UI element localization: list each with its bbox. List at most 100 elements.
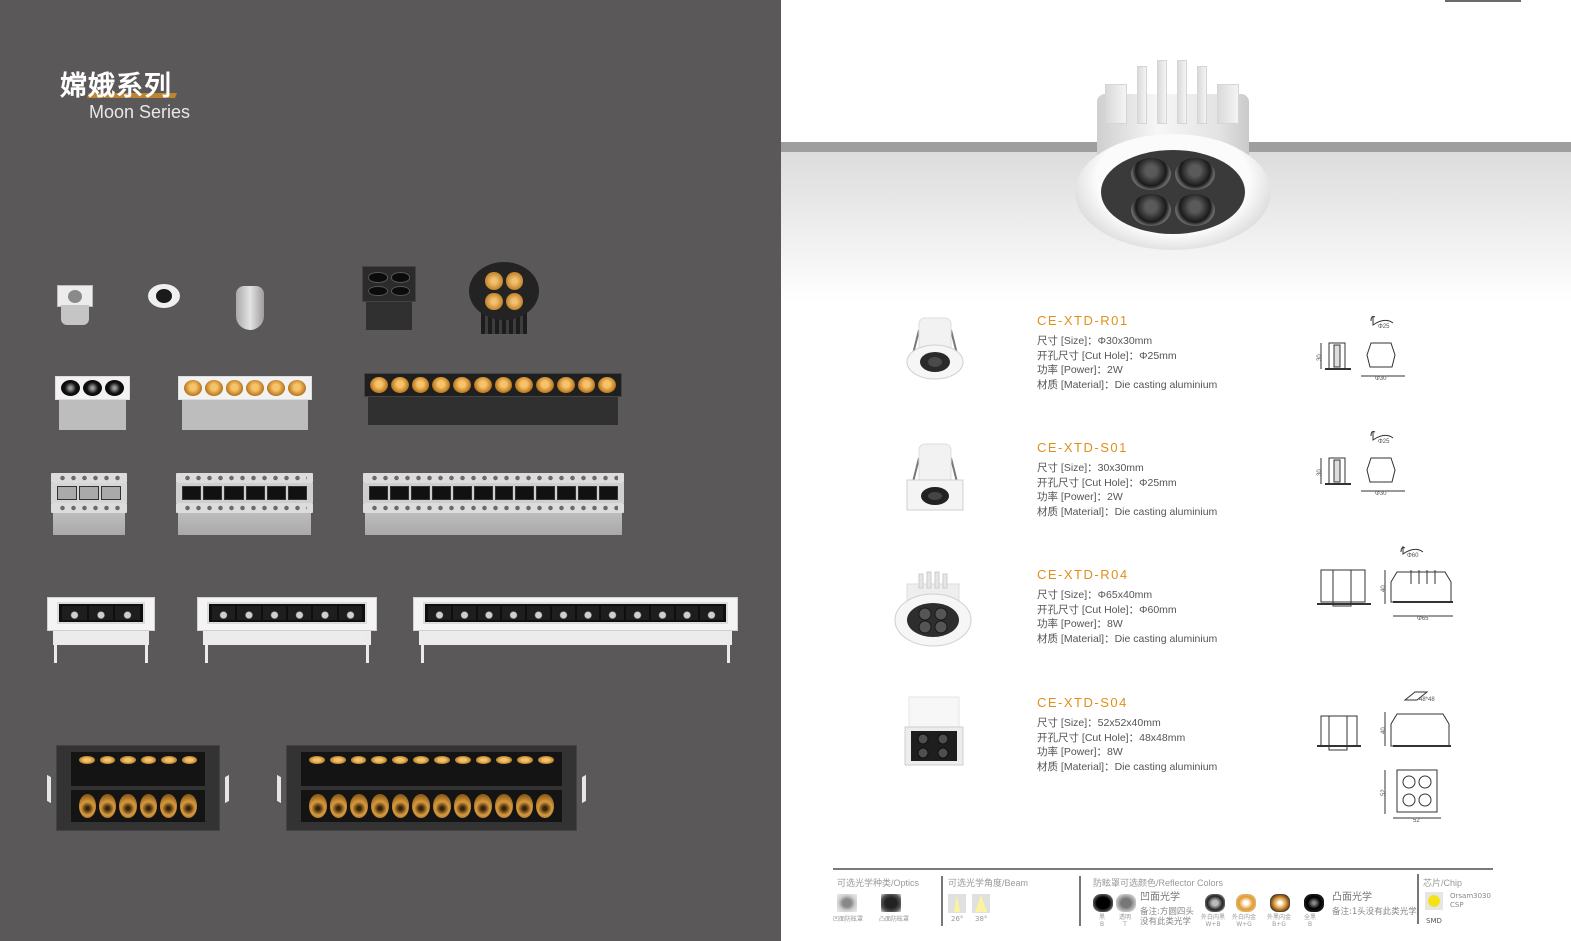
beam-26-icon: [948, 894, 966, 913]
beam-26-label: 26°: [951, 915, 964, 923]
concave-optics-note-2: 没有此类光学: [1140, 917, 1192, 927]
product-thumb-s01: [903, 440, 967, 512]
footer-separator: [941, 876, 943, 926]
optic-concave-icon: [837, 894, 857, 912]
footer-reflector: 防眩罩可选颜色/Reflector Colors: [1093, 876, 1223, 894]
reflector-black-icon: [1093, 894, 1113, 912]
concave-optics-note: 备注:方圆四头: [1140, 907, 1194, 917]
svg-text:Φ60: Φ60: [1407, 553, 1419, 559]
product-thumb-r01: [903, 312, 967, 384]
svg-text:52: 52: [1413, 818, 1420, 824]
series-gallery-panel: 嫦娥系列 Moon Series: [0, 0, 781, 941]
optic-convex-label: 凸面防眩罩: [879, 916, 910, 923]
product-image-framed-linear-6: [197, 597, 377, 663]
convex-optics-note: 备注:1头没有此类光学: [1332, 907, 1417, 917]
chip-swatch-icon: [1425, 892, 1443, 910]
svg-text:Φ25: Φ25: [1378, 439, 1390, 445]
spec-block-r04: CE-XTD-R04 尺寸 [Size]：Φ65x40mm 开孔尺寸 [Cut …: [1037, 567, 1297, 646]
spec-size: 尺寸 [Size]：Φ30x30mm: [1037, 335, 1153, 347]
series-title-en: Moon Series: [89, 102, 191, 122]
reflector-heading: 防眩罩可选颜色/Reflector Colors: [1093, 878, 1224, 888]
model-name: CE-XTD-S04: [1037, 695, 1128, 710]
svg-text:30: 30: [1317, 354, 1323, 361]
footer-optics: 可选光学种类/Optics: [837, 876, 919, 894]
footer-rule: [833, 868, 1493, 870]
spec-material: 材质 [Material]：Die casting aluminium: [1037, 378, 1218, 391]
convex-optics-title: 凸面光学: [1332, 892, 1372, 903]
optics-heading: 可选光学种类/Optics: [837, 878, 920, 888]
spec-cut-hole: 开孔尺寸 [Cut Hole]：48x48mm: [1037, 731, 1186, 744]
product-image-framed-linear-12: [413, 597, 738, 663]
spec-cut-hole: 开孔尺寸 [Cut Hole]：Φ25mm: [1037, 476, 1177, 489]
product-image-white-linear-3: [55, 376, 130, 430]
product-spec-panel: CE-XTD-R01 尺寸 [Size]：Φ30x30mm 开孔尺寸 [Cut …: [781, 0, 1571, 941]
optic-convex-icon: [881, 894, 901, 912]
svg-text:Φ65: Φ65: [1417, 616, 1429, 622]
svg-text:Φ30: Φ30: [1375, 491, 1387, 497]
product-image-framed-linear-3: [47, 597, 155, 663]
dimension-drawing-r01: Φ25 30 Φ30: [1315, 313, 1415, 383]
model-name: CE-XTD-R04: [1037, 567, 1129, 582]
dimension-drawing-r04: Φ60 40 Φ65: [1315, 542, 1465, 626]
reflector-black-gold-icon: [1270, 894, 1290, 912]
chip-type: SMD: [1426, 917, 1442, 925]
spec-material: 材质 [Material]：Die casting aluminium: [1037, 505, 1218, 518]
spec-power: 功率 [Power]：2W: [1037, 491, 1123, 504]
svg-text:30: 30: [1317, 469, 1323, 476]
spec-block-s04: CE-XTD-S04 尺寸 [Size]：52x52x40mm 开孔尺寸 [Cu…: [1037, 695, 1297, 774]
reflector-white-gold-icon: [1236, 894, 1256, 912]
dimension-drawing-s04: 48*48 40 52 52: [1315, 684, 1465, 824]
svg-text:40: 40: [1381, 727, 1387, 734]
product-image-white-narrow-spot: [232, 286, 268, 330]
reflector-all-black-icon: [1304, 894, 1324, 912]
spec-size: 尺寸 [Size]：30x30mm: [1037, 462, 1144, 474]
beam-38-label: 38°: [975, 915, 988, 923]
product-thumb-r04: [893, 570, 973, 647]
reflector-transparent-icon: [1116, 894, 1136, 912]
svg-text:Φ25: Φ25: [1378, 324, 1390, 330]
product-image-white-square-spot: [57, 285, 93, 325]
model-name: CE-XTD-S01: [1037, 440, 1128, 455]
series-title-cn: 嫦娥系列: [60, 71, 172, 102]
reflector-white-black-icon: [1205, 894, 1225, 912]
product-image-black-round-4-head: [469, 262, 539, 334]
optic-concave-label: 凹面防眩罩: [833, 916, 864, 923]
product-image-white-linear-6: [178, 376, 312, 430]
dimension-drawing-s01: Φ25 30 Φ30: [1315, 428, 1415, 498]
svg-text:40: 40: [1381, 585, 1387, 592]
footer-chip: 芯片/Chip: [1423, 876, 1462, 894]
model-name: CE-XTD-R01: [1037, 313, 1129, 328]
spec-size: 尺寸 [Size]：Φ65x40mm: [1037, 589, 1153, 601]
concave-optics-title: 凹面光学: [1140, 892, 1180, 903]
spec-block-r01: CE-XTD-R01 尺寸 [Size]：Φ30x30mm 开孔尺寸 [Cut …: [1037, 313, 1297, 392]
spec-material: 材质 [Material]：Die casting aluminium: [1037, 760, 1218, 773]
hero-product-image-r04: [1075, 54, 1271, 250]
product-image-black-square-4-head: [362, 266, 416, 330]
footer-separator: [1417, 874, 1419, 924]
page-corner-rule: [1445, 0, 1521, 2]
beam-heading: 可选光学角度/Beam: [948, 878, 1029, 888]
spec-power: 功率 [Power]：8W: [1037, 618, 1123, 631]
beam-38-icon: [972, 894, 990, 913]
product-image-trimless-linear-6: [176, 473, 313, 535]
spec-size: 尺寸 [Size]：52x52x40mm: [1037, 717, 1161, 729]
spec-block-s01: CE-XTD-S01 尺寸 [Size]：30x30mm 开孔尺寸 [Cut H…: [1037, 440, 1297, 519]
spec-material: 材质 [Material]：Die casting aluminium: [1037, 632, 1218, 645]
product-image-double-row-12: [277, 745, 586, 831]
svg-text:48*48: 48*48: [1419, 697, 1435, 703]
product-image-black-linear-12: [364, 373, 622, 425]
product-thumb-s04: [901, 695, 965, 767]
spec-power: 功率 [Power]：2W: [1037, 364, 1123, 377]
spec-cut-hole: 开孔尺寸 [Cut Hole]：Φ25mm: [1037, 349, 1177, 362]
svg-text:52: 52: [1381, 789, 1387, 796]
product-image-trimless-linear-12: [363, 473, 624, 535]
chip-heading: 芯片/Chip: [1423, 878, 1463, 888]
